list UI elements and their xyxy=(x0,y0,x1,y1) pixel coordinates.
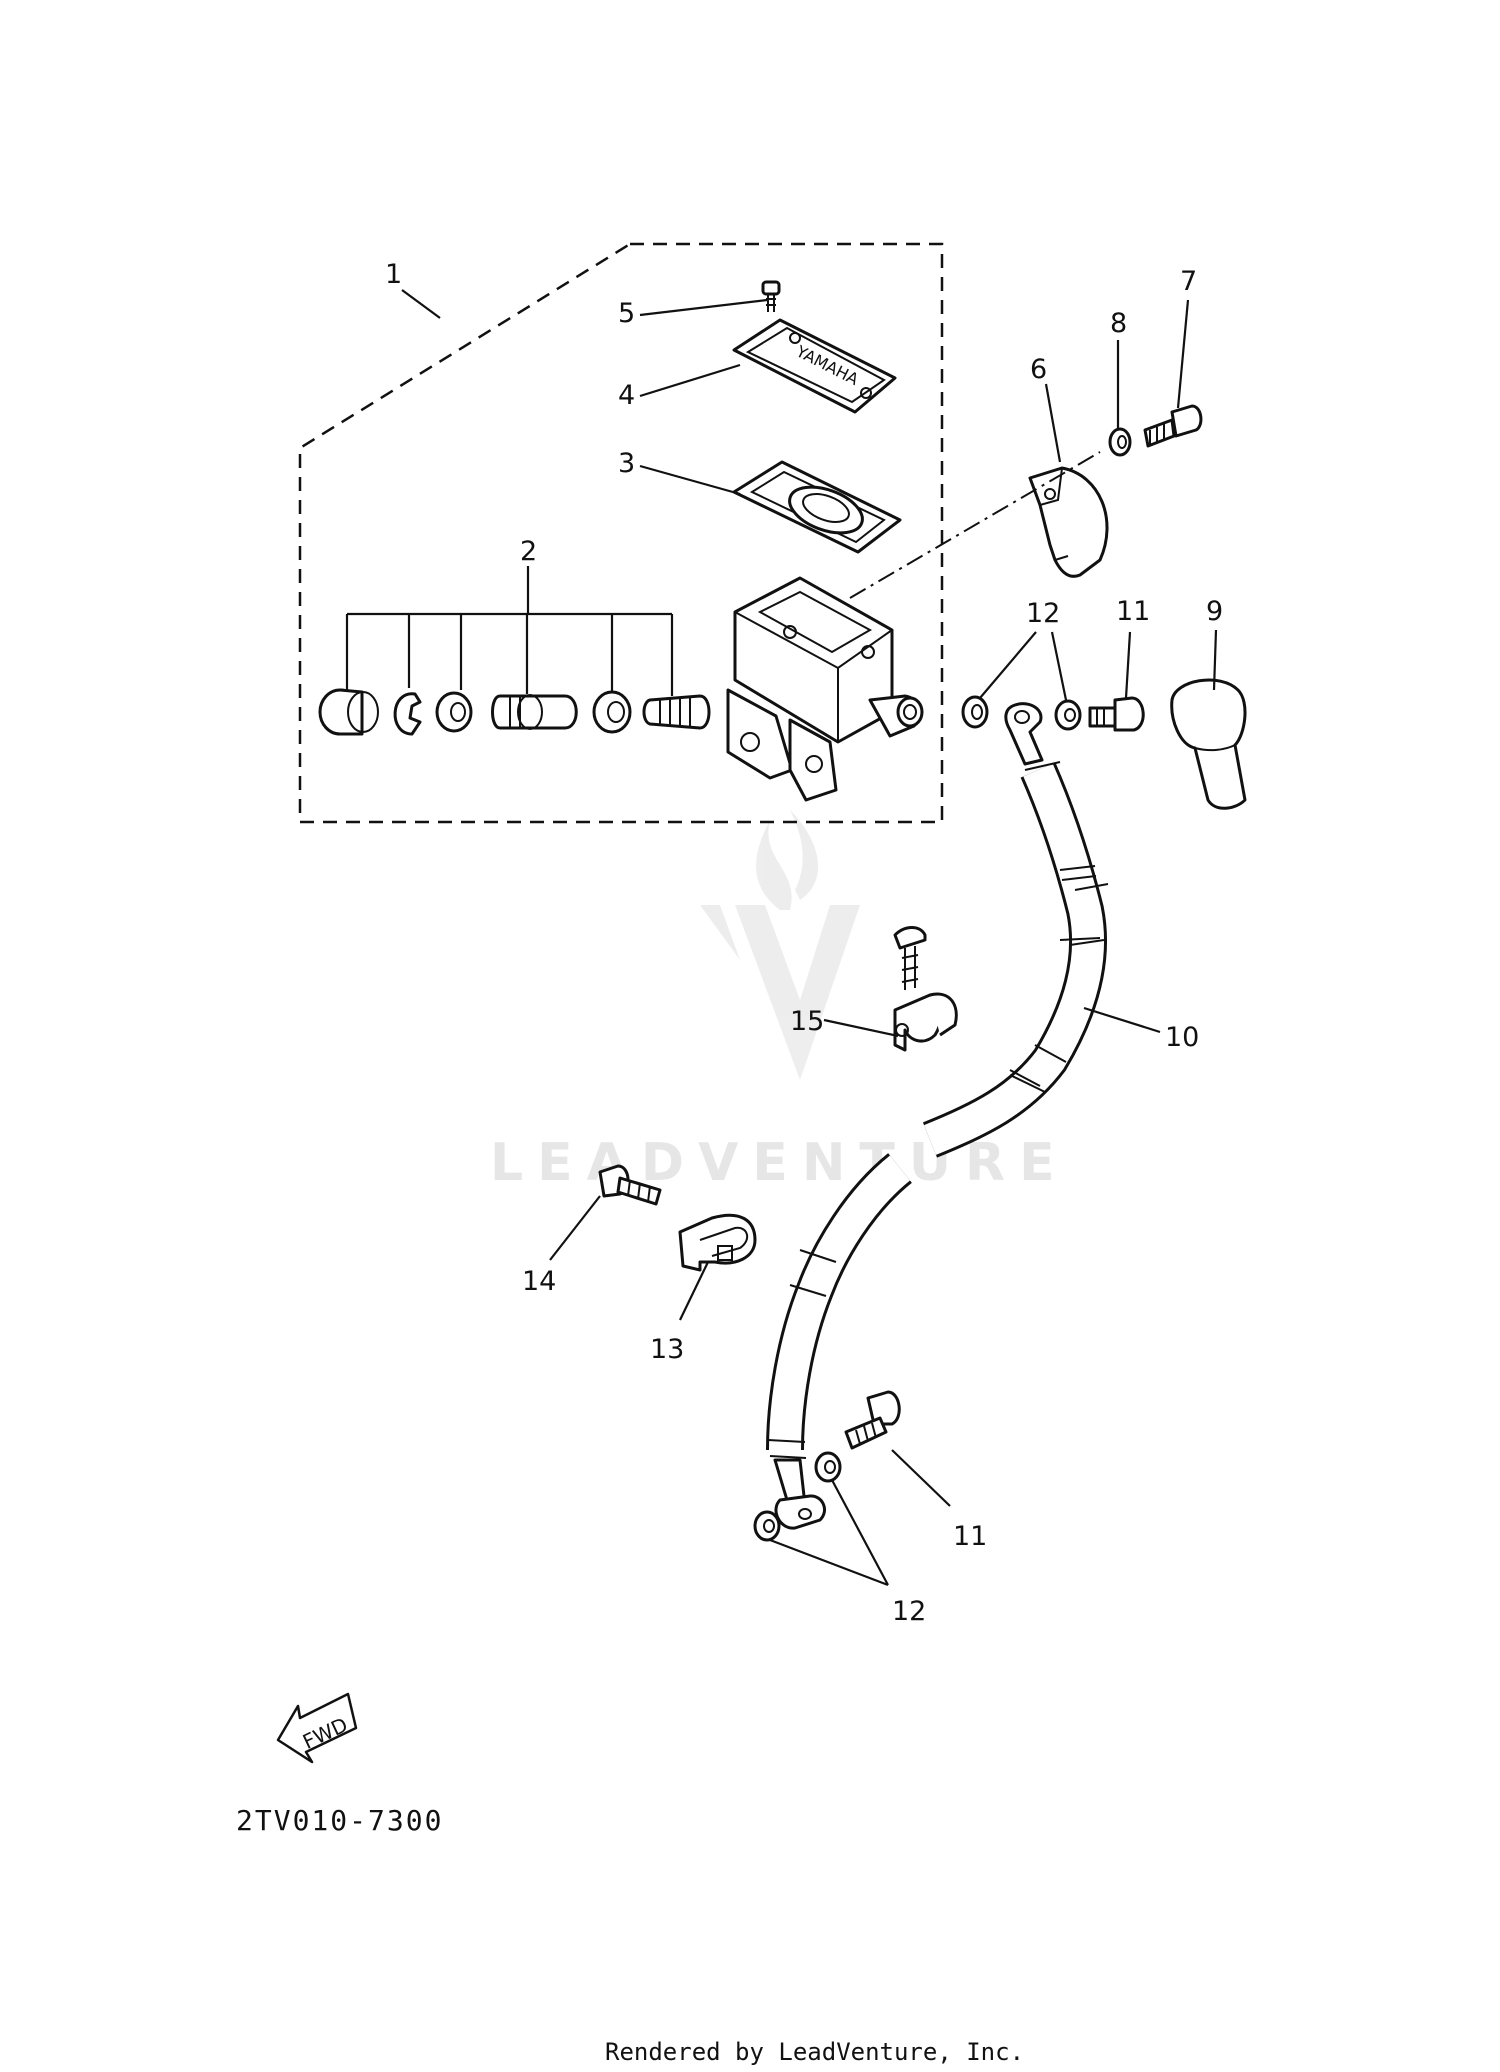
callout-7: 7 xyxy=(1180,266,1197,297)
callout-8: 8 xyxy=(1110,308,1127,339)
callout-11-lower: 11 xyxy=(953,1521,987,1552)
part-11-bolt-lower xyxy=(844,1390,901,1450)
diagram-code: 2TV010-7300 xyxy=(236,1804,443,1837)
alignment-line xyxy=(849,451,1101,599)
part-8-washer xyxy=(1108,427,1132,457)
part-6-holder xyxy=(1028,466,1109,578)
part-11-bolt-upper xyxy=(1088,696,1145,732)
callout-14: 14 xyxy=(522,1266,556,1297)
part-12-washer-lower-left xyxy=(753,1510,781,1542)
leader-lines xyxy=(401,289,1218,1587)
master-cylinder-body xyxy=(726,576,924,802)
kit-cup xyxy=(318,688,379,736)
kit-piston xyxy=(491,694,578,730)
part-12-washer-upper-left xyxy=(961,695,989,729)
part-15-clamp xyxy=(893,926,958,1052)
part-13-clamp xyxy=(678,1213,757,1272)
callout-15: 15 xyxy=(790,1006,824,1037)
part-14-bolt xyxy=(598,1164,662,1206)
fwd-arrow-icon: FWD xyxy=(276,1692,358,1764)
callout-labels: 1 2 3 4 5 6 7 8 9 10 11 11 12 12 13 14 1… xyxy=(385,259,1223,1627)
part-3-diaphragm xyxy=(732,460,902,554)
watermark-logo xyxy=(700,810,860,1080)
kit-bracket xyxy=(345,612,674,696)
part-2-piston-kit xyxy=(318,688,711,736)
part-12-washer-lower-right xyxy=(814,1451,842,1483)
callout-10: 10 xyxy=(1165,1022,1199,1053)
kit-seal xyxy=(592,690,632,734)
assembly-outline xyxy=(298,242,944,824)
kit-spring xyxy=(642,694,711,730)
callout-6: 6 xyxy=(1030,354,1047,385)
part-5-screw xyxy=(761,280,781,312)
footer-credit: Rendered by LeadVenture, Inc. xyxy=(605,2038,1024,2066)
callout-1: 1 xyxy=(385,259,402,290)
callout-13: 13 xyxy=(650,1334,684,1365)
kit-circlip xyxy=(393,692,422,736)
callout-12-upper: 12 xyxy=(1026,598,1060,629)
callout-11-upper: 11 xyxy=(1116,596,1150,627)
part-10-brake-hose xyxy=(766,702,1109,1530)
watermark-text: LEADVENTURE xyxy=(490,1133,1069,1193)
kit-washer xyxy=(435,691,473,733)
part-4-cap: YAMAHA xyxy=(732,318,897,414)
callout-2: 2 xyxy=(520,536,537,567)
part-12-washer-upper-right xyxy=(1054,699,1082,731)
callout-9: 9 xyxy=(1206,596,1223,627)
callout-12-lower: 12 xyxy=(892,1596,926,1627)
part-7-bolt xyxy=(1143,404,1203,448)
callout-4: 4 xyxy=(618,380,635,411)
part-9-boot xyxy=(1170,678,1247,810)
callout-3: 3 xyxy=(618,448,635,479)
callout-5: 5 xyxy=(618,298,635,329)
